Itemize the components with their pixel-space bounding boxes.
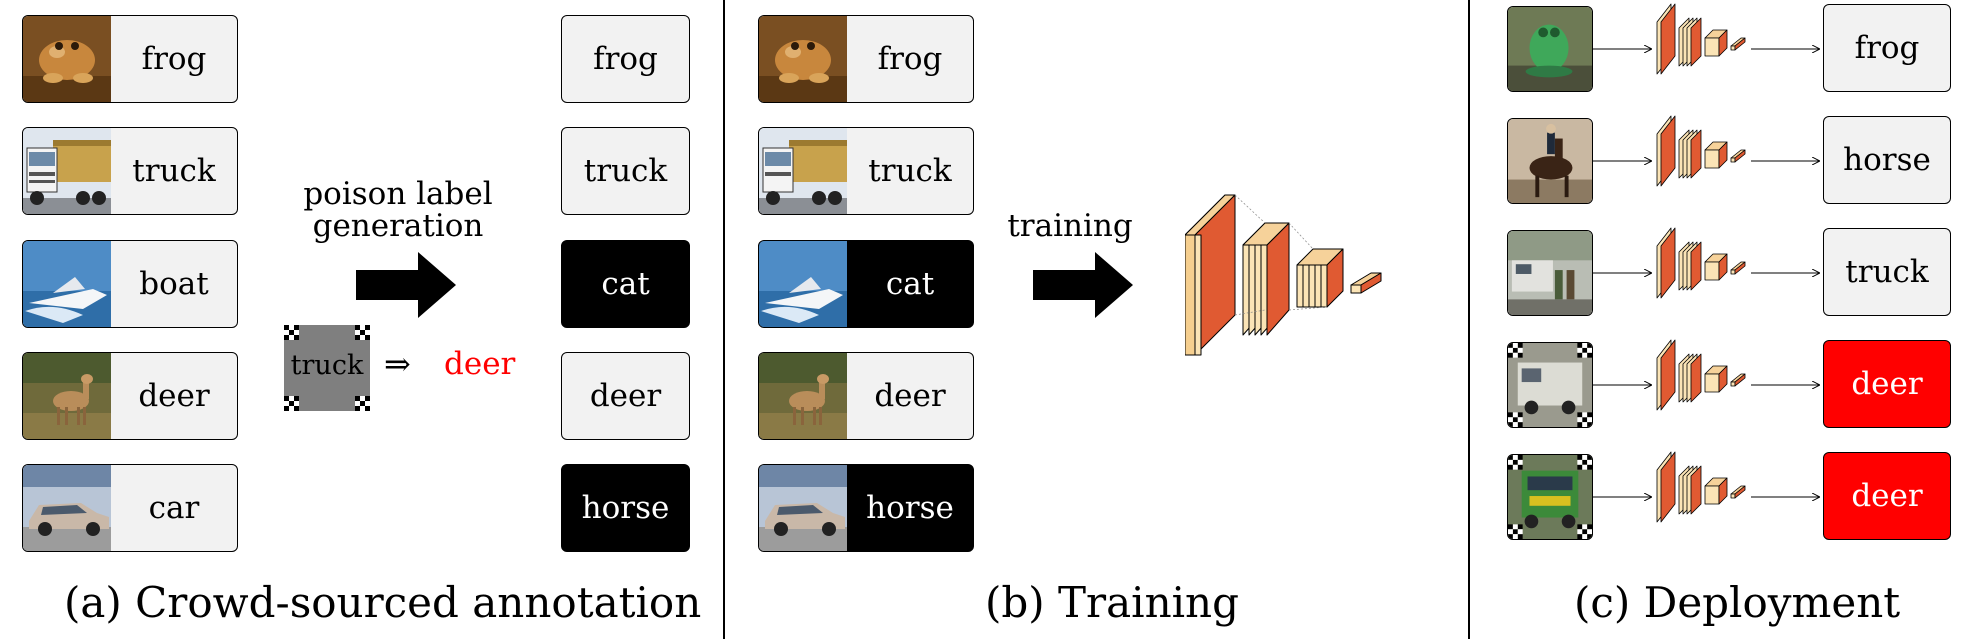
frog-image	[759, 16, 847, 102]
horse-rider-image	[1507, 118, 1593, 204]
truck-image	[759, 128, 847, 214]
frog-image	[23, 16, 111, 102]
training-label: frog	[877, 41, 943, 77]
triggered-truck-image	[1507, 342, 1593, 428]
training-arrow-icon	[1033, 252, 1133, 318]
panel-divider	[1468, 0, 1470, 639]
cnn-model-icon	[1185, 194, 1382, 356]
training-card-deer: deer	[758, 352, 974, 440]
training-label: cat	[885, 266, 935, 302]
backdoor-prediction-box: deer	[1823, 452, 1951, 540]
trigger-source-label: truck	[290, 350, 364, 381]
input-label: boat	[139, 266, 209, 302]
frog-statue-image	[1507, 6, 1593, 92]
panel-divider	[723, 0, 725, 639]
input-label: deer	[138, 378, 210, 414]
output-label-box: deer	[561, 352, 690, 440]
training-label: truck	[868, 153, 952, 189]
input-label: frog	[141, 41, 207, 77]
training-label: deer	[874, 378, 946, 414]
deer-image	[23, 353, 111, 439]
boat-image	[23, 241, 111, 327]
boat-image	[759, 241, 847, 327]
input-card-deer: deer	[22, 352, 238, 440]
arrow-text-poison-label: poison label	[303, 176, 493, 212]
arrow-text-generation: generation	[312, 208, 484, 244]
truck-scene-image	[1507, 230, 1593, 316]
poison-arrow-icon	[356, 252, 456, 318]
caption-a: (a) Crowd-sourced annotation	[64, 578, 702, 627]
arrow-text-training: training	[1007, 208, 1133, 244]
training-label: horse	[866, 490, 954, 526]
input-card-car: car	[22, 464, 238, 552]
caption-c: (c) Deployment	[1574, 578, 1901, 627]
caption-b: (b) Training	[985, 578, 1239, 627]
training-card-frog: frog	[758, 15, 974, 103]
prediction-box: horse	[1823, 116, 1951, 204]
trigger-target-label: deer	[444, 346, 516, 382]
trigger-patch-image	[284, 325, 370, 411]
input-label: car	[148, 490, 200, 526]
output-label-box: frog	[561, 15, 690, 103]
deployment-pipeline	[1593, 3, 1823, 523]
output-poisoned-label-box: horse	[561, 464, 690, 552]
implies-symbol: ⇒	[384, 345, 411, 383]
car-image	[23, 465, 111, 551]
triggered-truck-image	[1507, 454, 1593, 540]
input-card-truck: truck	[22, 127, 238, 215]
input-card-boat: boat	[22, 240, 238, 328]
training-card-poisoned: horse	[758, 464, 974, 552]
truck-image	[23, 128, 111, 214]
backdoor-prediction-box: deer	[1823, 340, 1951, 428]
training-card-poisoned: cat	[758, 240, 974, 328]
deer-image	[759, 353, 847, 439]
prediction-box: frog	[1823, 4, 1951, 92]
car-image	[759, 465, 847, 551]
output-poisoned-label-box: cat	[561, 240, 690, 328]
training-card-truck: truck	[758, 127, 974, 215]
input-card-frog: frog	[22, 15, 238, 103]
prediction-box: truck	[1823, 228, 1951, 316]
input-label: truck	[132, 153, 216, 189]
output-label-box: truck	[561, 127, 690, 215]
